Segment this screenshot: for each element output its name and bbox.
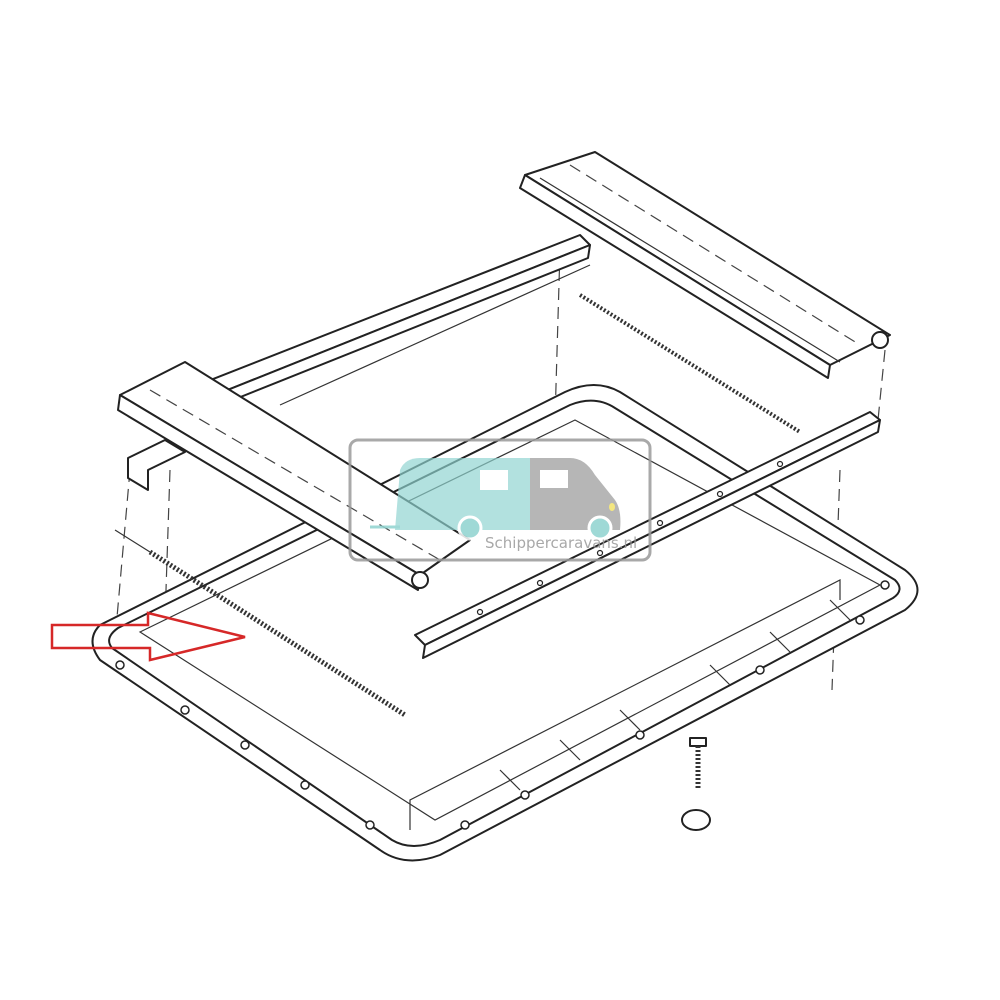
spring-rod-left xyxy=(114,529,407,718)
highlight-arrow xyxy=(50,611,246,662)
roller-blind-bar xyxy=(519,151,891,379)
spring-rod-right xyxy=(578,293,802,434)
front-bar xyxy=(117,361,471,591)
screw xyxy=(689,737,707,790)
watermark-logo: Schippercaravans.nl xyxy=(348,438,652,562)
watermark-text: Schippercaravans.nl xyxy=(485,534,637,552)
screw-cap xyxy=(681,809,711,831)
rear-rail xyxy=(179,234,591,419)
